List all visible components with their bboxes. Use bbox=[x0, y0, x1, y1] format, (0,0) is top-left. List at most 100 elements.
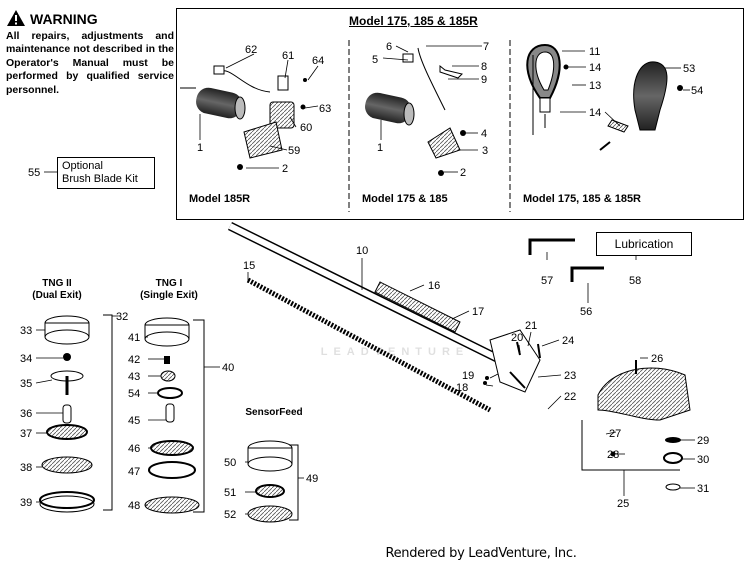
label-31: 31 bbox=[697, 483, 709, 495]
label-43: 43 bbox=[128, 371, 140, 383]
caption-model-175-185: Model 175 & 185 bbox=[362, 193, 448, 205]
label-30: 30 bbox=[697, 454, 709, 466]
handle-parts bbox=[526, 43, 683, 151]
label-10: 10 bbox=[356, 245, 368, 257]
label-56: 56 bbox=[580, 306, 592, 318]
label-29: 29 bbox=[697, 435, 709, 447]
label-2-185r: 2 bbox=[282, 163, 288, 175]
label-25: 25 bbox=[617, 498, 629, 510]
guard-assembly bbox=[597, 360, 691, 491]
label-17: 17 bbox=[472, 306, 484, 318]
label-4: 4 bbox=[481, 128, 487, 140]
label-40: 40 bbox=[222, 362, 234, 374]
label-62: 60 bbox=[300, 122, 312, 134]
label-14: 14 bbox=[589, 62, 601, 74]
optional-label: Optional bbox=[62, 160, 103, 172]
label-19: 19 bbox=[462, 370, 474, 382]
label-26: 26 bbox=[651, 353, 663, 365]
label-46: 46 bbox=[128, 443, 140, 455]
tng1-parts bbox=[144, 317, 200, 514]
tng2-subtitle: (Dual Exit) bbox=[32, 290, 82, 301]
label-50: 50 bbox=[224, 457, 236, 469]
tng2-title: TNG II bbox=[42, 278, 72, 289]
label-52: 52 bbox=[224, 509, 236, 521]
svg-text:LEADVENTURE: LEADVENTURE bbox=[321, 346, 470, 358]
label-37: 37 bbox=[20, 428, 32, 440]
label-20: 20 bbox=[511, 332, 523, 344]
models-header: Model 175, 185 & 185R bbox=[349, 14, 478, 28]
label-55: 55 bbox=[28, 167, 40, 179]
label-49: 49 bbox=[306, 473, 318, 485]
warning-title: WARNING bbox=[30, 11, 98, 27]
label-32: 32 bbox=[116, 311, 128, 323]
label-53: 53 bbox=[683, 63, 695, 75]
label-16: 16 bbox=[428, 280, 440, 292]
label-57: 57 bbox=[541, 275, 553, 287]
label-58: 58 bbox=[629, 275, 641, 287]
wrench-57 bbox=[528, 238, 575, 255]
brush-blade-kit-label: Brush Blade Kit bbox=[62, 173, 138, 185]
optional-brush-blade-kit-box: Optional Brush Blade Kit bbox=[57, 157, 155, 189]
sensorfeed-parts bbox=[247, 440, 293, 523]
label-5: 5 bbox=[372, 54, 378, 66]
wrench-56 bbox=[570, 266, 604, 282]
label-23: 23 bbox=[564, 370, 576, 382]
shaft-assembly bbox=[228, 221, 541, 413]
model-185r-parts bbox=[180, 65, 307, 170]
caption-model-185r: Model 185R bbox=[189, 193, 251, 205]
tng1-bracket bbox=[193, 319, 205, 513]
sensorfeed-bracket bbox=[289, 444, 299, 521]
label-33: 33 bbox=[20, 325, 32, 337]
tng2-parts bbox=[39, 315, 95, 513]
label-1: 1 bbox=[197, 142, 203, 154]
label-15: 15 bbox=[243, 260, 255, 272]
label-38: 38 bbox=[20, 462, 32, 474]
model-175-185-parts bbox=[365, 47, 466, 176]
warning-icon bbox=[7, 10, 25, 26]
label-14b: 14 bbox=[589, 107, 601, 119]
label-3: 3 bbox=[482, 145, 488, 157]
label-63: 63 bbox=[319, 103, 331, 115]
label-24: 24 bbox=[562, 335, 574, 347]
label-18: 18 bbox=[456, 382, 468, 394]
lubrication-box: Lubrication bbox=[596, 232, 692, 256]
tng2-bracket bbox=[103, 314, 113, 511]
tng1-subtitle: (Single Exit) bbox=[140, 290, 198, 301]
label-48: 48 bbox=[128, 500, 140, 512]
label-47: 47 bbox=[128, 466, 140, 478]
label-22: 22 bbox=[564, 391, 576, 403]
label-8: 8 bbox=[481, 61, 487, 73]
label-1-175: 1 bbox=[377, 142, 383, 154]
label-61: 59 bbox=[288, 145, 300, 157]
label-54: 54 bbox=[691, 85, 703, 97]
models-panel bbox=[176, 8, 744, 220]
label-13: 13 bbox=[589, 80, 601, 92]
warning-text: All repairs, adjustments and maintenance… bbox=[6, 30, 174, 96]
label-9: 9 bbox=[481, 74, 487, 86]
label-7: 7 bbox=[483, 41, 489, 53]
tng1-caption: TNG I (Single Exit) bbox=[133, 278, 205, 302]
label-60: 62 bbox=[245, 44, 257, 56]
footer-credit: Rendered by LeadVenture, Inc. bbox=[385, 546, 577, 561]
watermark: LEADVENTURE bbox=[321, 346, 470, 358]
label-11: 11 bbox=[589, 46, 600, 58]
label-2: 2 bbox=[460, 167, 466, 179]
label-51: 51 bbox=[224, 487, 236, 499]
label-27: 27 bbox=[609, 428, 621, 440]
part-number-labels: 55 1 62 61 64 63 60 59 2 1 6 5 7 8 9 4 3… bbox=[20, 41, 709, 521]
tng1-title: TNG I bbox=[155, 278, 183, 289]
label-28: 28 bbox=[607, 449, 619, 461]
label-45: 45 bbox=[128, 415, 140, 427]
label-6: 6 bbox=[386, 41, 392, 53]
leader-lines bbox=[35, 45, 695, 515]
tng2-caption: TNG II (Dual Exit) bbox=[28, 278, 86, 302]
label-34: 34 bbox=[20, 353, 32, 365]
label-64: 64 bbox=[312, 55, 324, 67]
label-21: 21 bbox=[525, 320, 537, 332]
label-59: 61 bbox=[282, 50, 294, 62]
sensorfeed-caption: SensorFeed bbox=[245, 407, 303, 418]
label-35: 35 bbox=[20, 378, 32, 390]
guard-bracket bbox=[581, 420, 680, 471]
